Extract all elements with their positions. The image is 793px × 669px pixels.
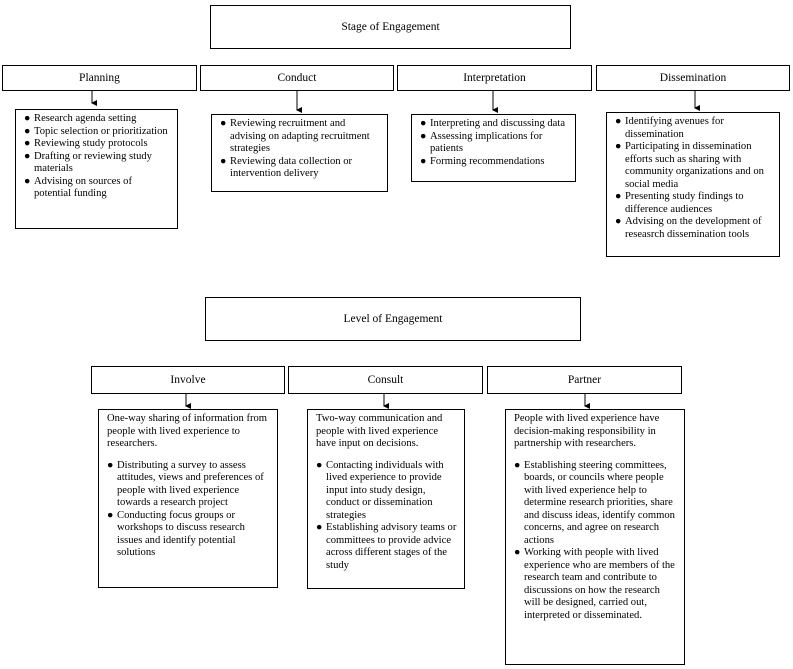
involve-intro: One-way sharing of information from peop… <box>107 413 268 449</box>
planning-details: ●Research agenda setting ●Topic selectio… <box>15 109 178 229</box>
stage-title: Stage of Engagement <box>341 21 440 33</box>
stage-header-planning-label: Planning <box>79 72 120 84</box>
level-title-box: Level of Engagement <box>205 297 581 341</box>
stage-header-interpretation-label: Interpretation <box>463 72 526 84</box>
list-item: ●Reviewing recruitment and advising on a… <box>220 118 370 154</box>
stage-header-dissemination-label: Dissemination <box>659 72 727 84</box>
list-item: ●Advising on the development of reseasrc… <box>615 216 762 240</box>
stage-header-planning: Planning <box>2 65 197 91</box>
involve-details: One-way sharing of information from peop… <box>98 409 278 588</box>
list-item: ●Conducting focus groups or workshops to… <box>107 509 245 559</box>
list-item: ●Drafting or reviewing study materials <box>24 150 152 175</box>
list-item: ●Reviewing data collection or interventi… <box>220 155 353 180</box>
list-item: ●Working with people with lived experien… <box>514 547 675 621</box>
list-item: ●Presenting study findings to difference… <box>615 191 744 215</box>
dissemination-details: ●Identifying avenues for dissemination ●… <box>606 112 780 257</box>
level-title: Level of Engagement <box>343 313 443 325</box>
interpretation-details: ●Interpreting and discussing data ●Asses… <box>411 114 576 182</box>
list-item: ●Advising on sources of potential fundin… <box>24 175 132 200</box>
stage-header-dissemination: Dissemination <box>596 65 790 91</box>
stage-header-interpretation: Interpretation <box>397 65 592 91</box>
list-item: ●Forming recommendations <box>420 155 545 167</box>
partner-intro: People with lived experience have decisi… <box>514 413 660 449</box>
list-item: ●Topic selection or prioritization <box>24 125 168 137</box>
level-header-consult-label: Consult <box>367 374 404 386</box>
stage-header-conduct: Conduct <box>200 65 394 91</box>
level-header-involve: Involve <box>91 366 285 394</box>
list-item: ●Identifying avenues for dissemination <box>615 116 724 140</box>
list-item: ●Interpreting and discussing data <box>420 118 566 129</box>
conduct-details: ●Reviewing recruitment and advising on a… <box>211 114 388 192</box>
list-item: ●Distributing a survey to assess attitud… <box>107 459 264 509</box>
level-header-involve-label: Involve <box>170 374 206 386</box>
list-item: ●Contacting individuals with lived exper… <box>316 459 444 521</box>
list-item: ●Research agenda setting <box>24 113 137 124</box>
level-header-consult: Consult <box>288 366 483 394</box>
consult-intro: Two-way communication and people with li… <box>316 413 443 449</box>
stage-header-conduct-label: Conduct <box>277 72 317 84</box>
list-item: ●Establishing advisory teams or committe… <box>316 522 457 571</box>
level-header-partner-label: Partner <box>567 374 602 386</box>
list-item: ●Reviewing study protocols <box>24 138 148 149</box>
stage-title-box: Stage of Engagement <box>210 5 571 49</box>
list-item: ●Assessing implications for patients <box>420 130 543 155</box>
level-header-partner: Partner <box>487 366 682 394</box>
consult-details: Two-way communication and people with li… <box>307 409 465 589</box>
list-item: ●Establishing steering committees, board… <box>514 459 675 546</box>
list-item: ●Participating in dissemination efforts … <box>615 141 764 190</box>
partner-details: People with lived experience have decisi… <box>505 409 685 665</box>
